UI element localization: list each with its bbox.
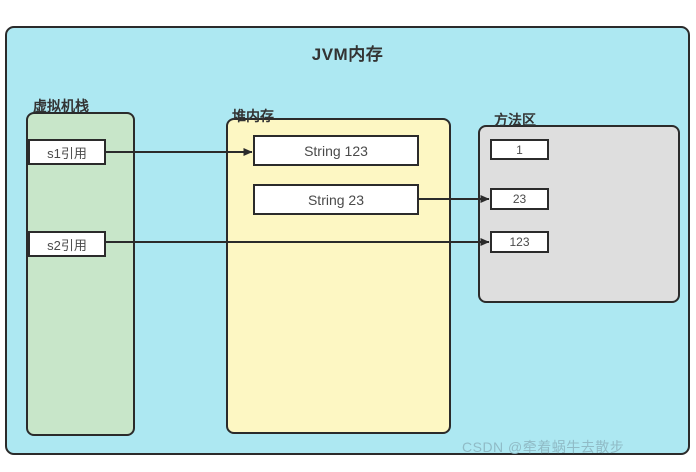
stack-cell-s2: s2引用 bbox=[28, 231, 106, 257]
heap-region bbox=[226, 118, 451, 434]
method-area-label: 方法区 bbox=[494, 112, 536, 128]
jvm-memory-container: JVM内存 bbox=[5, 26, 690, 455]
heap-cell-string-23: String 23 bbox=[253, 184, 419, 215]
method-area-cell-23: 23 bbox=[490, 188, 549, 210]
vm-stack-label: 虚拟机栈 bbox=[33, 98, 89, 114]
stack-cell-s1: s1引用 bbox=[28, 139, 106, 165]
heap-cell-string-123: String 123 bbox=[253, 135, 419, 166]
method-area-cell-123: 123 bbox=[490, 231, 549, 253]
jvm-memory-title: JVM内存 bbox=[311, 45, 384, 64]
heap-label: 堆内存 bbox=[232, 108, 274, 124]
vm-stack-region bbox=[26, 112, 135, 436]
method-area-cell-1: 1 bbox=[490, 139, 549, 160]
csdn-watermark: CSDN @牵着蜗牛去散步 bbox=[462, 439, 625, 455]
